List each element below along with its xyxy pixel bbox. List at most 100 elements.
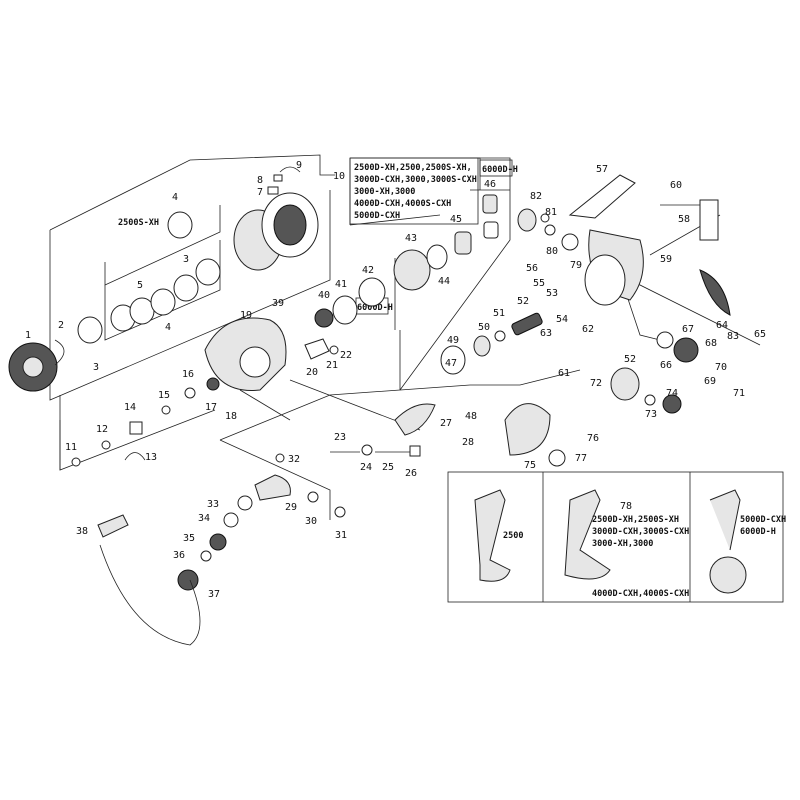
part-label: 23 bbox=[334, 432, 346, 443]
part-label: 68 bbox=[705, 338, 717, 349]
part-label: 25 bbox=[382, 462, 394, 473]
part-label: 71 bbox=[733, 388, 745, 399]
part-label: 14 bbox=[124, 402, 136, 413]
part-label: 27 bbox=[440, 418, 452, 429]
part-label: 22 bbox=[340, 350, 352, 361]
part-label: 79 bbox=[570, 260, 582, 271]
part-label: 15 bbox=[158, 390, 170, 401]
model-list-line-1: 2500D-XH,2500,2500S-XH, bbox=[354, 163, 472, 173]
part-label: 52 bbox=[624, 354, 636, 365]
part-label: 66 bbox=[660, 360, 672, 371]
part-label: 29 bbox=[285, 502, 297, 513]
part-label: 19 bbox=[240, 310, 252, 321]
part-label: 40 bbox=[318, 290, 330, 301]
part-label: 65 bbox=[754, 329, 766, 340]
part-label: 60 bbox=[670, 180, 682, 191]
part-label: 46 bbox=[484, 179, 496, 190]
handle-1-caption: 2500 bbox=[503, 531, 523, 541]
handle-2-caption-line-2: 3000D-CXH,3000S-CXH bbox=[592, 527, 689, 537]
part-label: 8 bbox=[257, 175, 263, 186]
model-list-line-2: 3000D-CXH,3000,3000S-CXH bbox=[354, 175, 477, 185]
part-label: 62 bbox=[582, 324, 594, 335]
part-label: 39 bbox=[272, 298, 284, 309]
part-label: 63 bbox=[540, 328, 552, 339]
part-label: 3 bbox=[183, 254, 189, 265]
part-label: 49 bbox=[447, 335, 459, 346]
group-frames bbox=[49, 154, 761, 520]
part-label: 64 bbox=[716, 320, 728, 331]
part-label: 30 bbox=[305, 516, 317, 527]
part-label: 77 bbox=[575, 453, 587, 464]
part-label: 48 bbox=[465, 411, 477, 422]
part-label: 81 bbox=[545, 207, 557, 218]
part-label: 78 bbox=[620, 501, 632, 512]
model-list-line-3: 3000-XH,3000 bbox=[354, 187, 415, 197]
part-label: 18 bbox=[225, 411, 237, 422]
part-label: 80 bbox=[546, 246, 558, 257]
shim-variant-note-2: 6000D-H bbox=[357, 303, 393, 313]
part-label: 59 bbox=[660, 254, 672, 265]
model-list-note: 2500D-XH,2500,2500S-XH, 3000D-CXH,3000,3… bbox=[349, 157, 479, 225]
part-label: 4 bbox=[172, 192, 178, 203]
part-label: 75 bbox=[524, 460, 536, 471]
part-label: 31 bbox=[335, 530, 347, 541]
part-label: 53 bbox=[546, 288, 558, 299]
part-label: 17 bbox=[205, 402, 217, 413]
part-label: 4 bbox=[165, 322, 171, 333]
part-label: 73 bbox=[645, 409, 657, 420]
part-label: 67 bbox=[682, 324, 694, 335]
part-label: 50 bbox=[478, 322, 490, 333]
handle-2-caption-line-1: 2500D-XH,2500S-XH bbox=[592, 515, 679, 525]
part-label: 7 bbox=[257, 187, 263, 198]
part-label: 55 bbox=[533, 278, 545, 289]
part-label: 9 bbox=[296, 160, 302, 171]
part-label: 72 bbox=[590, 378, 602, 389]
part-label: 56 bbox=[526, 263, 538, 274]
part-label: 51 bbox=[493, 308, 505, 319]
handle-captions: 2500 2500D-XH,2500S-XH 3000D-CXH,3000S-C… bbox=[503, 515, 786, 599]
part-label: 41 bbox=[335, 279, 347, 290]
part-label: 12 bbox=[96, 424, 108, 435]
part-label: 37 bbox=[208, 589, 220, 600]
part-label: 43 bbox=[405, 233, 417, 244]
part-label: 1 bbox=[25, 330, 31, 341]
part-label: 61 bbox=[558, 368, 570, 379]
part-label: 58 bbox=[678, 214, 690, 225]
handle-2-caption-line-3: 3000-XH,3000 bbox=[592, 539, 653, 549]
handle-variants-panel bbox=[447, 471, 784, 603]
part-label: 54 bbox=[556, 314, 568, 325]
part-label: 47 bbox=[445, 358, 457, 369]
part-label: 69 bbox=[704, 376, 716, 387]
part-label: 36 bbox=[173, 550, 185, 561]
part-label: 28 bbox=[462, 437, 474, 448]
part-labels: 1 2 3 4 4 5 3 7 8 9 10 11 12 13 14 15 16… bbox=[25, 160, 766, 600]
part-label: 3 bbox=[93, 362, 99, 373]
model-list-line-4: 4000D-CXH,4000S-CXH bbox=[354, 199, 451, 209]
part-label: 74 bbox=[666, 388, 678, 399]
part-label: 57 bbox=[596, 164, 608, 175]
handle-3-caption-line-1: 5000D-CXH bbox=[740, 515, 786, 525]
part-label: 2 bbox=[58, 320, 64, 331]
part-label: 5 bbox=[137, 280, 143, 291]
spool-variant-note: 2500S-XH bbox=[118, 218, 159, 228]
part-shapes bbox=[8, 166, 747, 646]
part-label: 11 bbox=[65, 442, 77, 453]
part-label: 38 bbox=[76, 526, 88, 537]
part-label: 16 bbox=[182, 369, 194, 380]
part-label: 24 bbox=[360, 462, 372, 473]
part-label: 13 bbox=[145, 452, 157, 463]
part-label: 32 bbox=[288, 454, 300, 465]
model-list-line-5: 5000D-CXH bbox=[354, 211, 400, 221]
handle-3-caption-line-2: 6000D-H bbox=[740, 527, 776, 537]
part-label: 42 bbox=[362, 265, 374, 276]
handle-2-caption-bottom: 4000D-CXH,4000S-CXH bbox=[592, 589, 689, 599]
part-label: 21 bbox=[326, 360, 338, 371]
part-label: 70 bbox=[715, 362, 727, 373]
part-label: 52 bbox=[517, 296, 529, 307]
part-label: 10 bbox=[333, 171, 345, 182]
part-label: 33 bbox=[207, 499, 219, 510]
part-label: 34 bbox=[198, 513, 210, 524]
part-label: 76 bbox=[587, 433, 599, 444]
part-label: 44 bbox=[438, 276, 450, 287]
